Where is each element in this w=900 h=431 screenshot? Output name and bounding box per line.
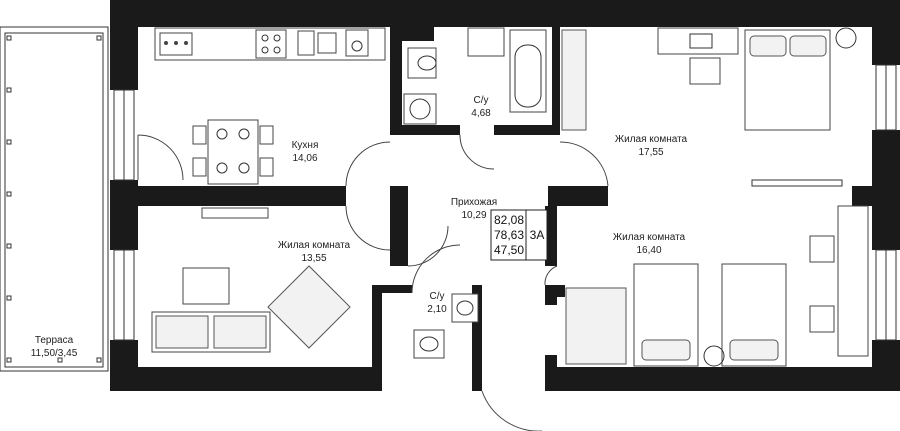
bath-bottom-area: 2,10 [427, 304, 447, 315]
bath-top-name: С/у [474, 95, 489, 106]
bedroom-bottom-name: Жилая комната [613, 232, 686, 243]
total-area: 82,08 [494, 213, 524, 227]
living-area: 47,50 [494, 243, 524, 257]
bedroom-top-name: Жилая комната [615, 134, 688, 145]
bedroom-top-furniture [561, 27, 857, 131]
living-name: Жилая комната [278, 240, 351, 251]
kitchen-area: 14,06 [292, 153, 317, 164]
terrace-name: Терраса [35, 335, 74, 346]
bedroom-top-area: 17,55 [638, 147, 663, 158]
bedroom-bottom-area: 16,40 [636, 245, 661, 256]
bathroom-bottom-fixtures [413, 293, 479, 359]
kitchen-set [154, 27, 386, 61]
area-incl: 78,63 [494, 228, 524, 242]
hall-name: Прихожая [451, 197, 497, 208]
terrace [0, 26, 109, 372]
living-room-furniture [151, 207, 351, 353]
outer-walls [110, 0, 900, 391]
terrace-area: 11,50/3,45 [31, 348, 78, 359]
area-summary-box: 82,08 78,63 47,50 3А [490, 209, 548, 261]
windows [113, 64, 897, 341]
bedroom-bottom-furniture [565, 205, 869, 367]
kitchen-name: Кухня [292, 140, 319, 151]
doors [137, 134, 609, 431]
hall-area: 10,29 [461, 210, 486, 221]
bathroom-top-fixtures [403, 27, 547, 125]
dining-table [192, 119, 274, 185]
interior-walls [138, 27, 872, 391]
bath-top-area: 4,68 [471, 108, 491, 119]
bath-bottom-name: С/у [430, 291, 445, 302]
living-area: 13,55 [301, 253, 326, 264]
apartment-type: 3А [530, 228, 545, 242]
